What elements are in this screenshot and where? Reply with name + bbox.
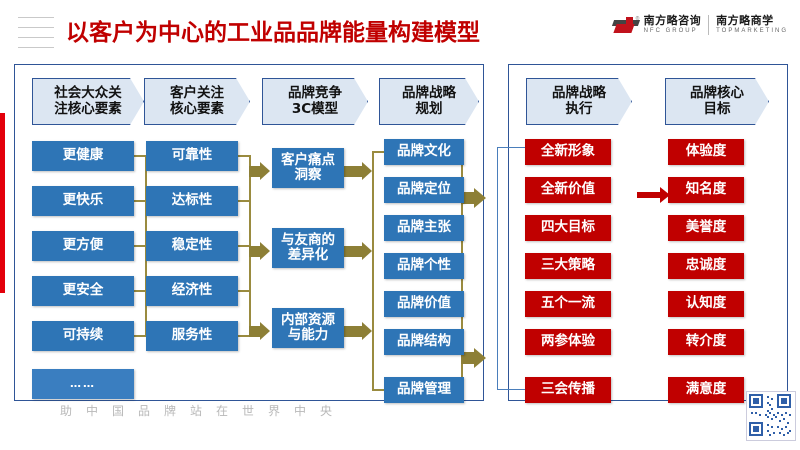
arrow-to-3c-1 [249, 162, 270, 180]
box-planning-6[interactable]: 品牌结构 [384, 329, 464, 355]
header-line2: 核心要素 [170, 100, 224, 117]
connector-planning-spine-left [372, 151, 374, 390]
box-customer-4[interactable]: 经济性 [146, 276, 238, 306]
box-goal-7[interactable]: 满意度 [668, 377, 744, 403]
logo-brand2-en: TOPMARKETING [716, 27, 788, 34]
header-line2: 规划 [415, 100, 443, 117]
page-title: 以客户为中心的工业品品牌能量构建模型 [66, 20, 480, 46]
box-3c-3[interactable]: 内部资源与能力 [272, 308, 344, 348]
arrow-panel-bridge-lower [461, 348, 486, 368]
box-social-1[interactable]: 更健康 [32, 141, 134, 171]
column-header-social-focus[interactable]: 社会大众关 注核心要素 [32, 78, 144, 125]
logo-brand-en: NFC GROUP [643, 27, 698, 34]
box-customer-2[interactable]: 达标性 [146, 186, 238, 216]
header-line2: 目标 [703, 100, 731, 117]
connector-planning-bottom [372, 389, 384, 391]
box-customer-3[interactable]: 稳定性 [146, 231, 238, 261]
column-header-brand-3c[interactable]: 品牌竞争 3C模型 [262, 78, 368, 125]
box-social-5[interactable]: 可持续 [32, 321, 134, 351]
logo-brand-cn: 南方略咨询 [643, 15, 702, 28]
box-3c-1[interactable]: 客户痛点洞察 [272, 148, 344, 188]
connector-c1-c2 [132, 290, 146, 292]
box-goal-1[interactable]: 体验度 [668, 139, 744, 165]
header-line1: 品牌竞争 [288, 85, 342, 102]
connector-c1-c2 [132, 155, 146, 157]
connector-execution-top [497, 147, 525, 149]
box-planning-3[interactable]: 品牌主张 [384, 215, 464, 241]
connector-execution-spine [497, 147, 499, 390]
box-execution-1[interactable]: 全新形象 [525, 139, 611, 165]
box-planning-4[interactable]: 品牌个性 [384, 253, 464, 279]
header-line2: 注核心要素 [54, 100, 122, 117]
slide-header: 以客户为中心的工业品品牌能量构建模型 ® 南方略咨询 NFC GROUP 南方略… [0, 0, 800, 56]
box-3c-2[interactable]: 与友商的差异化 [272, 228, 344, 268]
arrow-3c-to-planning-3 [341, 322, 372, 340]
box-social-3[interactable]: 更方便 [32, 231, 134, 261]
qr-code-icon[interactable] [746, 391, 796, 441]
logo-brand2-cn: 南方略商学 [716, 15, 774, 28]
box-execution-6[interactable]: 两参体验 [525, 329, 611, 355]
connector-c1-c2 [132, 335, 146, 337]
connector-c2-c3 [236, 290, 250, 292]
box-planning-5[interactable]: 品牌价值 [384, 291, 464, 317]
connector-c2-c3 [236, 200, 250, 202]
nfc-logo-icon: ® [611, 16, 640, 34]
decorative-rule-stack [18, 17, 54, 57]
box-social-4[interactable]: 更安全 [32, 276, 134, 306]
connector-execution-bottom [497, 389, 525, 391]
column-header-customer-focus[interactable]: 客户关注 核心要素 [144, 78, 250, 125]
connector-c2-c3 [236, 155, 250, 157]
logo-text-secondary: 南方略商学 TOPMARKETING [716, 16, 788, 34]
header-line2: 执行 [565, 100, 593, 117]
arrow-panel-bridge-upper [461, 188, 486, 208]
arrow-execution-to-goals [637, 187, 670, 203]
header-line1: 社会大众关 [54, 85, 122, 102]
box-social-2[interactable]: 更快乐 [32, 186, 134, 216]
header-line1: 品牌核心 [690, 85, 744, 102]
header-line1: 品牌战略 [402, 85, 456, 102]
box-goal-2[interactable]: 知名度 [668, 177, 744, 203]
header-line1: 客户关注 [170, 85, 224, 102]
connector-c1-c2 [132, 245, 146, 247]
logo-divider [708, 15, 710, 35]
box-execution-3[interactable]: 四大目标 [525, 215, 611, 241]
box-goal-6[interactable]: 转介度 [668, 329, 744, 355]
connector-c1-c2-spine [145, 155, 147, 337]
box-goal-3[interactable]: 美誉度 [668, 215, 744, 241]
arrow-3c-to-planning-2 [341, 242, 372, 260]
logo-text-primary: 南方略咨询 NFC GROUP [644, 16, 702, 34]
box-planning-7[interactable]: 品牌管理 [384, 377, 464, 403]
footer-watermark: 助中国品牌站在世界中央 [60, 404, 347, 418]
column-header-brand-core-goals[interactable]: 品牌核心 目标 [665, 78, 769, 125]
box-goal-5[interactable]: 认知度 [668, 291, 744, 317]
connector-planning-top [372, 151, 384, 153]
column-header-brand-strategy-planning[interactable]: 品牌战略 规划 [379, 78, 479, 125]
connector-c2-c3 [236, 335, 250, 337]
arrow-3c-to-planning-1 [341, 162, 372, 180]
company-logo: ® 南方略咨询 NFC GROUP 南方略商学 TOPMARKETING [611, 10, 788, 40]
box-customer-1[interactable]: 可靠性 [146, 141, 238, 171]
box-goal-4[interactable]: 忠诚度 [668, 253, 744, 279]
left-accent-bar [0, 113, 5, 293]
box-execution-4[interactable]: 三大策略 [525, 253, 611, 279]
box-execution-2[interactable]: 全新价值 [525, 177, 611, 203]
arrow-to-3c-3 [249, 322, 270, 340]
box-execution-7[interactable]: 三会传播 [525, 377, 611, 403]
connector-c1-c2 [132, 200, 146, 202]
header-line2: 3C模型 [291, 100, 339, 117]
box-social-more[interactable]: …… [32, 369, 134, 399]
box-planning-2[interactable]: 品牌定位 [384, 177, 464, 203]
header-line1: 品牌战略 [552, 85, 606, 102]
box-execution-5[interactable]: 五个一流 [525, 291, 611, 317]
box-customer-5[interactable]: 服务性 [146, 321, 238, 351]
arrow-to-3c-2 [249, 242, 270, 260]
connector-c2-c3 [236, 245, 250, 247]
column-header-brand-strategy-execution[interactable]: 品牌战略 执行 [526, 78, 632, 125]
box-planning-1[interactable]: 品牌文化 [384, 139, 464, 165]
